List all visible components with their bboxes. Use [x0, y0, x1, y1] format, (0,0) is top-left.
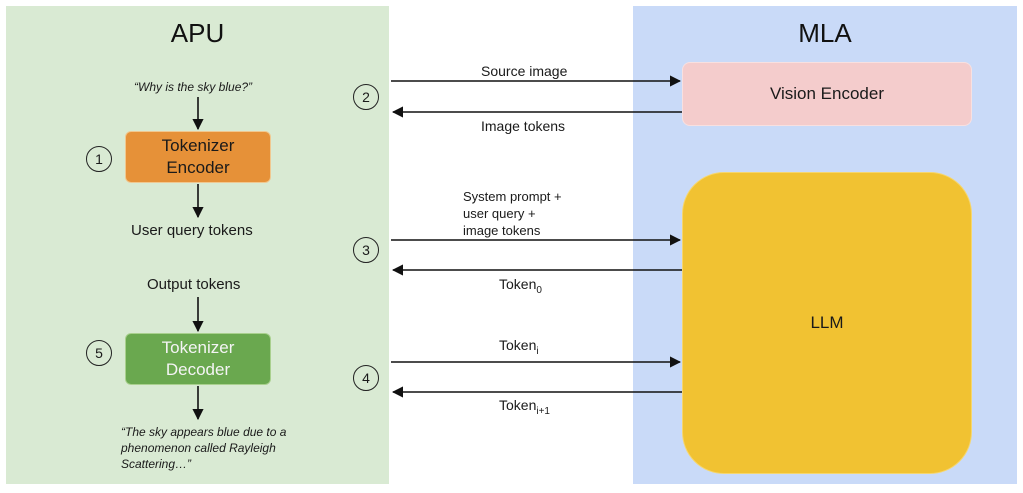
token-0-sub: 0 [536, 285, 542, 296]
token-0-base: Token [499, 276, 537, 292]
mla-title: MLA [798, 18, 852, 48]
token-i-label: Tokeni [499, 337, 539, 360]
step-4-circle: 4 [353, 365, 379, 391]
apu-title: APU [170, 18, 225, 48]
token-i-sub: i [536, 346, 539, 357]
token-i-base: Token [499, 337, 537, 353]
token-i1-base: Token [499, 397, 537, 413]
user-query-tokens-label: User query tokens [131, 222, 253, 239]
token-i1-label: Tokeni+1 [499, 397, 550, 420]
source-image-label: Source image [481, 63, 568, 79]
image-tokens-label: Image tokens [481, 118, 566, 134]
query-quote: “Why is the sky blue?” [134, 80, 253, 94]
tokenizer-encoder-label: Tokenizer Encoder [161, 136, 235, 177]
prompt-line-3: image tokens [463, 223, 541, 238]
token-0-label: Token0 [499, 276, 542, 299]
step-3-circle: 3 [353, 237, 379, 263]
step-2-circle: 2 [353, 84, 379, 110]
output-tokens-label: Output tokens [147, 276, 241, 293]
step-5-circle: 5 [86, 340, 112, 366]
tokenizer-decoder-label: Tokenizer Decoder [161, 338, 235, 379]
token-i1-sub: i+1 [536, 406, 550, 417]
step-1-circle: 1 [86, 146, 112, 172]
prompt-line-1: System prompt + [463, 189, 562, 204]
vision-encoder-box: Vision Encoder [682, 62, 972, 126]
vision-encoder-label: Vision Encoder [769, 84, 885, 103]
llm-label: LLM [810, 313, 844, 332]
llm-box: LLM [682, 172, 972, 474]
answer-quote: “The sky appears blue due to a phenomeno… [121, 425, 287, 471]
tokenizer-decoder-box: Tokenizer Decoder [125, 333, 271, 385]
prompt-line-2: user query + [463, 206, 536, 221]
tokenizer-encoder-box: Tokenizer Encoder [125, 131, 271, 183]
